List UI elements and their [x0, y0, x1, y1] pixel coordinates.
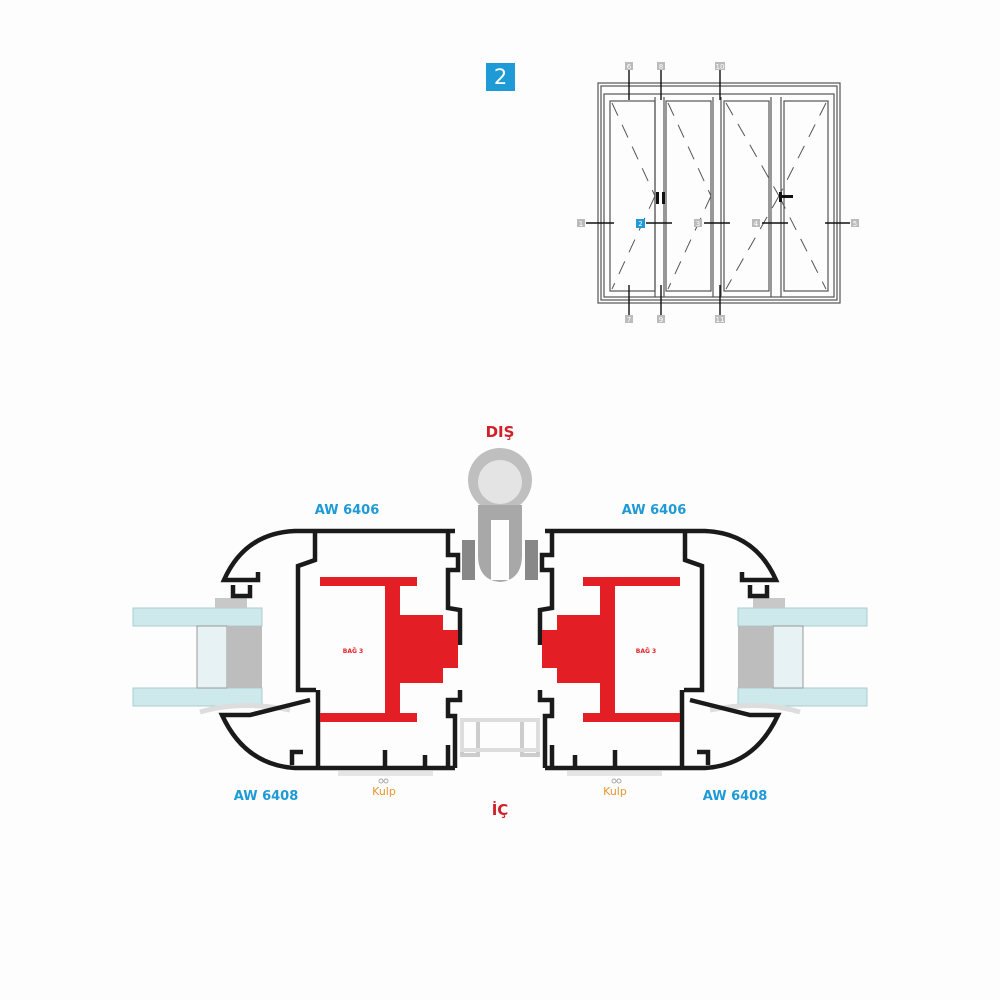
profile-label-top-left: AW 6406 [315, 503, 380, 518]
elev-label-6: 6 [627, 63, 632, 71]
thermal-label-right: BAĞ 3 [636, 648, 656, 655]
profile-label-top-right: AW 6406 [622, 503, 687, 518]
handle-label-left: Kulp [372, 785, 396, 798]
elev-label-4: 4 [754, 220, 759, 228]
elev-label-5: 5 [853, 220, 857, 228]
hinge [460, 448, 540, 752]
elev-label-9: 9 [659, 316, 663, 324]
thermal-label-left: BAĞ 3 [343, 648, 363, 655]
profile-label-bottom-right: AW 6408 [703, 789, 768, 804]
handle-label-right: Kulp [603, 785, 627, 798]
inside-label: İÇ [492, 800, 509, 819]
elev-label-2: 2 [638, 220, 642, 228]
elev-label-10: 10 [716, 63, 725, 71]
elev-label-11: 11 [716, 316, 725, 324]
profile-label-bottom-left: AW 6408 [234, 789, 299, 804]
section-number-badge: 2 [486, 63, 515, 91]
elev-label-7: 7 [627, 316, 631, 324]
elev-label-8: 8 [659, 63, 663, 71]
outside-label: DIŞ [486, 423, 515, 441]
elev-label-3: 3 [696, 220, 700, 228]
elev-label-1: 1 [579, 220, 583, 228]
handle-icon [656, 192, 793, 204]
